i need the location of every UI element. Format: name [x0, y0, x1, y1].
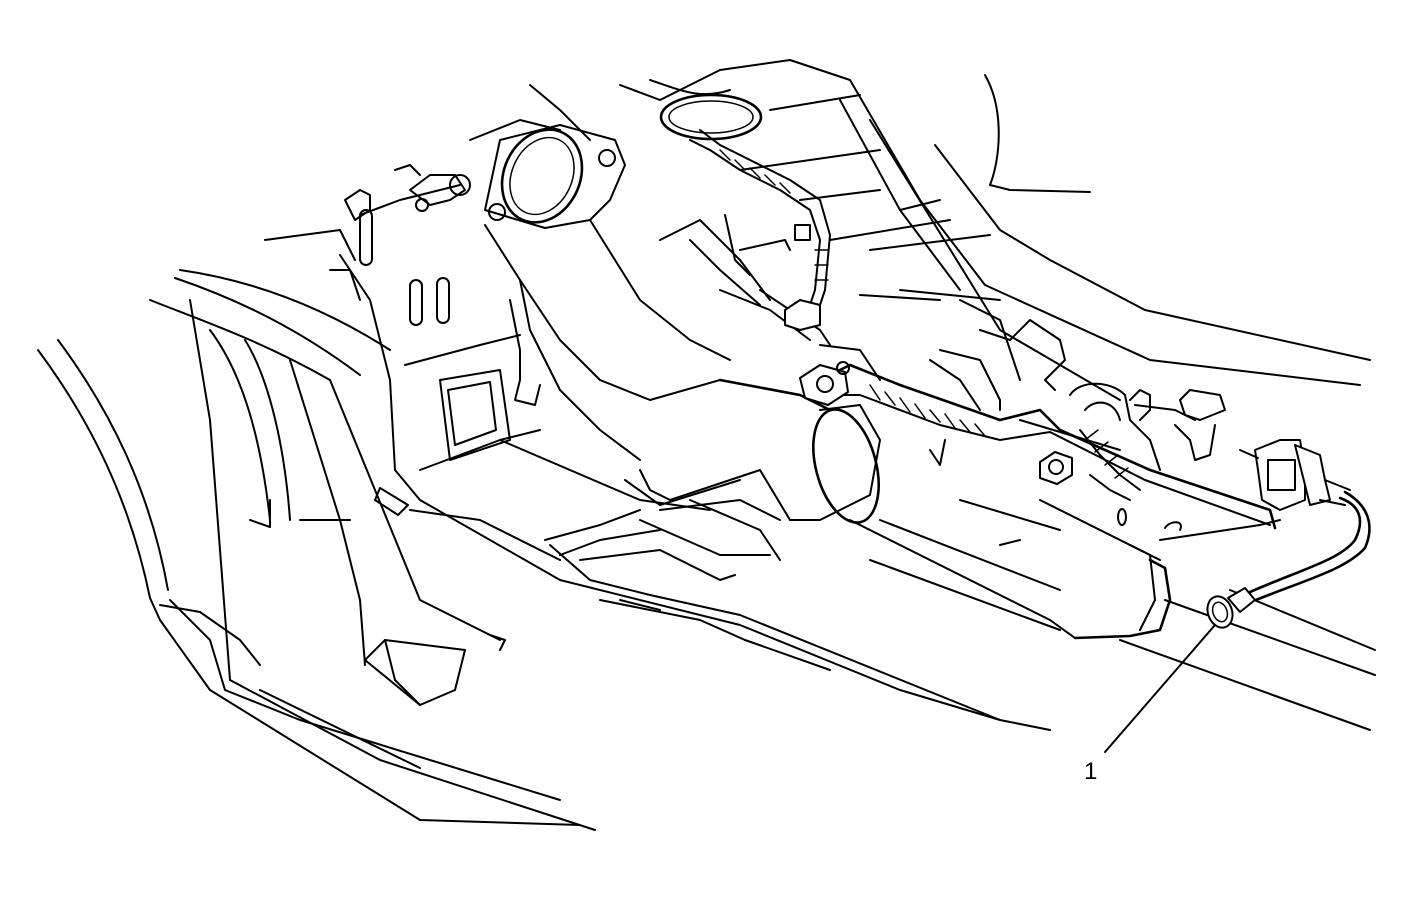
upper-body — [469, 59, 1371, 451]
callout-1: 1 — [1084, 624, 1216, 785]
callout-label: 1 — [1084, 758, 1097, 785]
floor-pan — [264, 184, 1376, 731]
intermediate-pipe-muffler — [799, 361, 1281, 640]
upper-wiring-harness — [659, 93, 831, 331]
front-pipe-assembly — [484, 124, 881, 524]
firewall-brackets — [329, 164, 471, 326]
left-rocker-panel — [37, 269, 596, 831]
oxygen-sensor-assembly — [1206, 439, 1371, 629]
callout-leader-line — [1104, 624, 1216, 753]
